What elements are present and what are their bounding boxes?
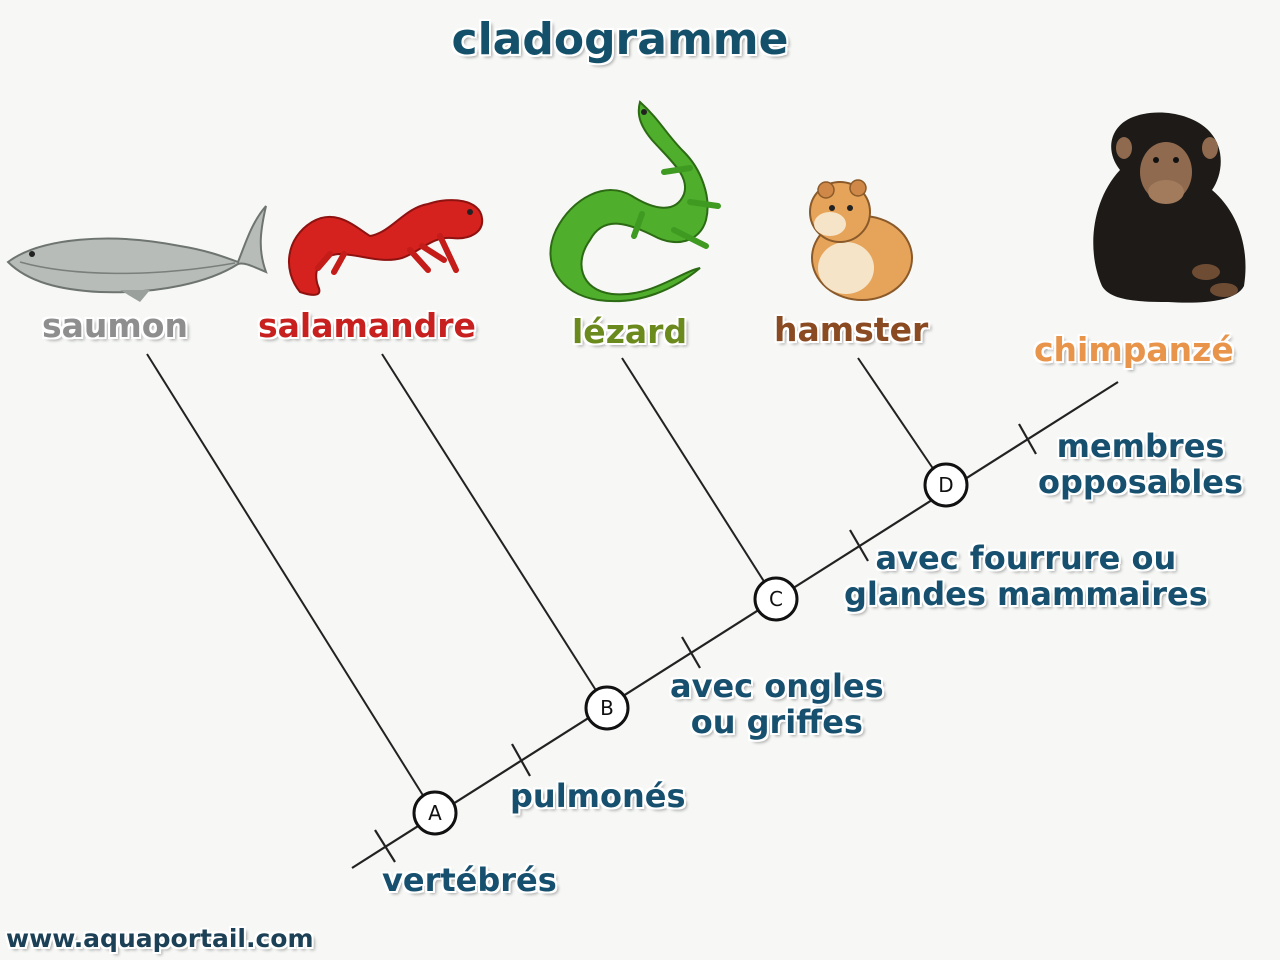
label-salamandre: salamandre	[258, 306, 476, 345]
label-hamster: hamster	[774, 310, 929, 349]
node-b: B	[584, 685, 630, 731]
node-a-label: A	[428, 801, 442, 825]
website-credit: www.aquaportail.com	[6, 924, 314, 953]
trait-fourrure-line1: avec fourrure ou	[875, 539, 1177, 577]
node-a: A	[412, 790, 458, 836]
branch-hamster	[857, 357, 935, 471]
trait-ongles-line2: ou griffes	[690, 703, 863, 741]
fish-icon	[6, 205, 268, 302]
trait-pulmones: pulmonés	[510, 778, 686, 814]
branch-saumon	[146, 353, 425, 798]
chimpanzee-icon	[1093, 112, 1246, 303]
tick-ongles	[681, 636, 701, 669]
branch-lezard	[621, 357, 766, 584]
tick-fourrure	[849, 529, 869, 562]
main-axis-line	[351, 381, 1119, 869]
node-b-label: B	[600, 696, 614, 720]
tick-vertebres	[374, 829, 396, 863]
node-c-label: C	[769, 587, 783, 611]
node-d-label: D	[938, 473, 953, 497]
trait-pulmones-text: pulmonés	[510, 777, 686, 815]
trait-ongles-griffes: avec ongles ou griffes	[670, 668, 884, 740]
node-c: C	[753, 576, 799, 622]
label-saumon: saumon	[42, 306, 188, 345]
tick-pulmones	[511, 743, 531, 777]
node-d: D	[923, 462, 969, 508]
trait-fourrure-line2: glandes mammaires	[844, 575, 1208, 613]
trait-vertebres: vertébrés	[382, 862, 557, 898]
trait-membres-opposables: membres opposables	[1038, 428, 1243, 500]
diagram-title: cladogramme	[451, 14, 789, 65]
tick-membres	[1018, 423, 1037, 455]
trait-vertebres-text: vertébrés	[382, 861, 557, 899]
trait-ongles-line1: avec ongles	[670, 667, 884, 705]
lizard-icon	[549, 100, 721, 303]
hamster-icon	[809, 179, 913, 301]
salamander-icon	[287, 199, 484, 296]
trait-membres-line2: opposables	[1038, 463, 1244, 501]
trait-fourrure-glandes: avec fourrure ou glandes mammaires	[844, 540, 1208, 612]
label-chimpanze: chimpanzé	[1034, 330, 1234, 369]
label-lezard: lézard	[572, 312, 688, 351]
trait-membres-line1: membres	[1056, 427, 1225, 465]
branch-salamandre	[381, 353, 598, 693]
